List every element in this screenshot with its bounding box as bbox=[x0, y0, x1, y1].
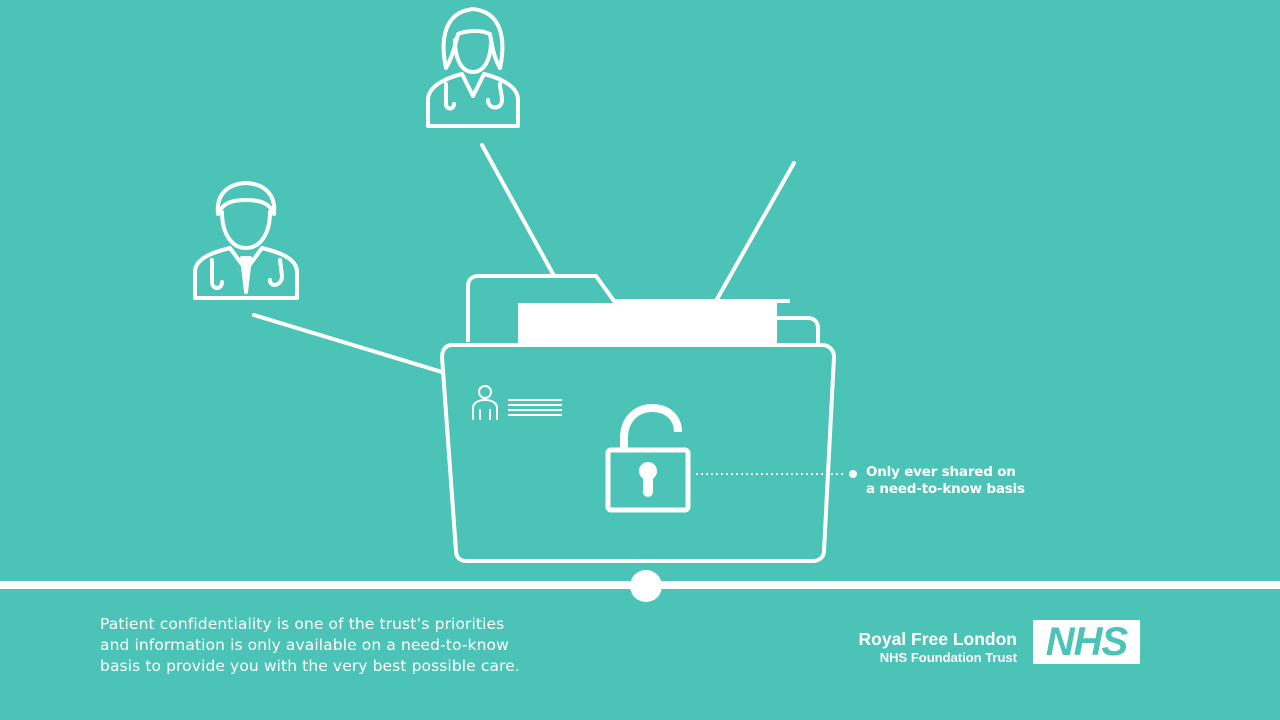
nhs-logo: NHS bbox=[1033, 620, 1140, 664]
callout-text: Only ever shared on a need-to-know basis bbox=[866, 464, 1025, 498]
caption-text: Patient confidentiality is one of the tr… bbox=[100, 614, 570, 677]
record-text-lines bbox=[508, 399, 562, 416]
female-doctor-icon bbox=[426, 7, 520, 128]
trust-name: Royal Free London NHS Foundation Trust bbox=[790, 629, 1017, 666]
connector-line-right bbox=[714, 161, 796, 303]
callout-line-2: a need-to-know basis bbox=[866, 481, 1025, 497]
caption-line-3: basis to provide you with the very best … bbox=[100, 657, 520, 675]
caption-line-1: Patient confidentiality is one of the tr… bbox=[100, 615, 505, 633]
nhs-logo-text: NHS bbox=[1045, 620, 1128, 664]
timeline-marker bbox=[630, 570, 662, 602]
callout-leader bbox=[696, 470, 857, 478]
male-doctor-icon bbox=[193, 181, 299, 300]
connector-lines bbox=[252, 143, 796, 374]
patient-icon bbox=[472, 385, 498, 420]
connector-line-female-doctor bbox=[480, 143, 555, 276]
patient-record-folder-icon bbox=[440, 274, 836, 563]
caption-line-2: and information is only available on a n… bbox=[100, 636, 509, 654]
connector-line-male-doctor bbox=[252, 313, 444, 374]
trust-title: Royal Free London bbox=[858, 629, 1017, 649]
trust-subtitle: NHS Foundation Trust bbox=[879, 650, 1017, 665]
timeline-bar bbox=[0, 570, 1280, 602]
unlocked-padlock-icon bbox=[605, 403, 691, 513]
callout-line-1: Only ever shared on bbox=[866, 464, 1016, 480]
